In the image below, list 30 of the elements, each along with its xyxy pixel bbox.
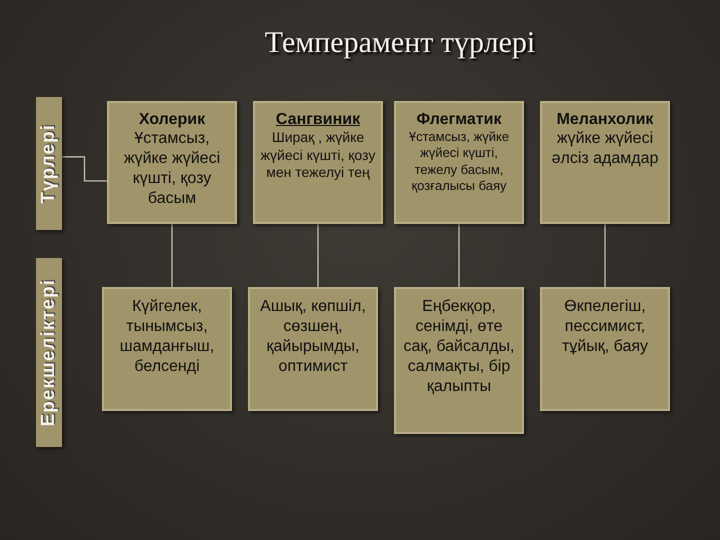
box-text: Ұстамсыз, жүйке жүйесі күшті, қозу басым [122, 129, 222, 209]
connector-line [62, 156, 107, 182]
box-text: Ашық, көпшіл, сөзшең, қайырымды, оптимист [259, 297, 367, 377]
band-label: Түрлері [37, 124, 60, 204]
box-text: Ұстамсыз, жүйке жүйесі күшті, тежелу басым, қозғалысы баяу [408, 129, 510, 194]
category-box [107, 101, 237, 224]
box-text: Өкпелегіш, пессимист, тұйық, баяу [560, 297, 649, 357]
box-heading: Меланхолик [556, 111, 654, 129]
category-box [394, 287, 524, 434]
category-box [540, 287, 670, 411]
connector-line [458, 224, 460, 287]
box-text: жүйке жүйесі әлсіз адамдар [550, 129, 660, 169]
side-label-band [36, 97, 62, 230]
box-heading: Холерик [138, 111, 206, 129]
category-box [102, 287, 232, 411]
side-label-band [36, 258, 62, 447]
category-box [540, 101, 670, 224]
box-text: Еңбекқор, сенімді, өте сақ, байсалды, салмақты, бір қалыпты [402, 297, 516, 397]
category-box [253, 101, 383, 224]
category-box [394, 101, 524, 224]
band-label: Ерекшеліктері [37, 278, 60, 426]
box-heading: Сангвиник [276, 111, 360, 129]
connector-line [317, 224, 319, 287]
box-text: Ширақ , жүйке жүйесі күшті, қозу мен тежелуі тең [260, 129, 376, 182]
connector-line [171, 224, 173, 287]
category-box [248, 287, 378, 411]
box-heading: Флегматик [416, 111, 502, 129]
title: Темперамент түрлері [264, 26, 536, 60]
box-text: Күйгелек, тынымсыз, шамданғыш, белсенді [118, 297, 216, 377]
connector-line [604, 224, 606, 287]
